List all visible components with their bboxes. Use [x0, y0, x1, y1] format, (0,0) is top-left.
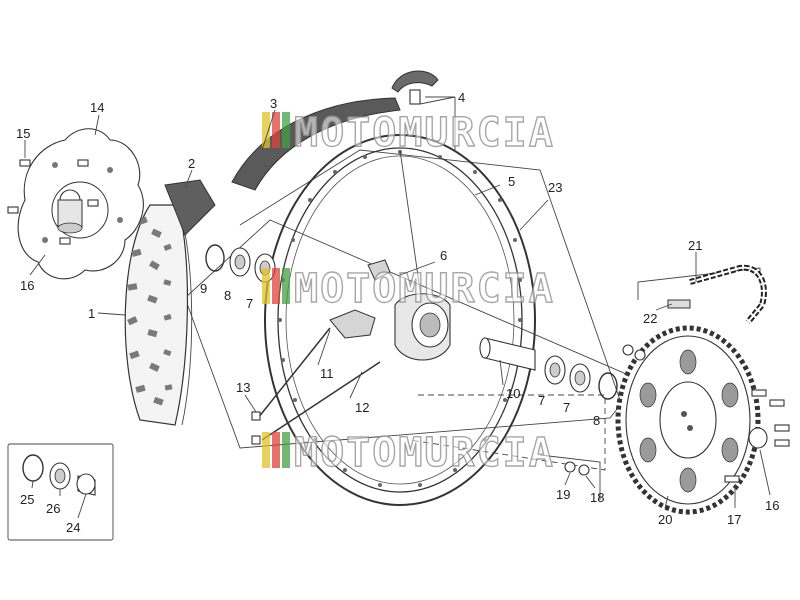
tyre — [124, 204, 193, 426]
callout-5: 5 — [508, 174, 515, 189]
right-bearings-and-spacer — [479, 337, 618, 400]
callout-15: 15 — [16, 126, 30, 141]
watermark: MOTOMURCIA — [262, 265, 555, 313]
drive-chain — [667, 264, 767, 324]
callout-2: 2 — [188, 156, 195, 171]
callout-6: 6 — [440, 248, 447, 263]
watermark-stripe-1 — [262, 432, 270, 468]
watermark-text: MOTOMURCIA — [294, 430, 555, 476]
watermark-stripe-2 — [272, 268, 280, 304]
wheel-rim — [264, 134, 536, 506]
callout-14: 14 — [90, 100, 104, 115]
callout-7: 7 — [538, 393, 545, 408]
callout-26: 26 — [46, 501, 60, 516]
callout-8: 8 — [224, 288, 231, 303]
watermark-text: MOTOMURCIA — [294, 266, 555, 312]
callout-3: 3 — [270, 96, 277, 111]
rear-sprocket — [615, 325, 761, 515]
nuts — [564, 344, 646, 476]
callout-8: 8 — [593, 413, 600, 428]
callout-1: 1 — [88, 306, 95, 321]
disc-screws — [7, 159, 99, 245]
watermark-text: MOTOMURCIA — [294, 110, 555, 156]
watermark-stripe-2 — [272, 432, 280, 468]
watermark-stripe-3 — [282, 268, 290, 304]
callout-7: 7 — [246, 296, 253, 311]
callout-22: 22 — [643, 311, 657, 326]
callout-19: 19 — [556, 487, 570, 502]
callout-12: 12 — [355, 400, 369, 415]
watermark: MOTOMURCIA — [262, 429, 555, 477]
bearing-kit-inset — [22, 454, 96, 496]
sprocket-bolts — [724, 389, 790, 483]
callout-16: 16 — [20, 278, 34, 293]
spokes — [251, 327, 381, 445]
callout-17: 17 — [727, 512, 741, 527]
callout-9: 9 — [200, 281, 207, 296]
watermark-stripe-3 — [282, 432, 290, 468]
callout-20: 20 — [658, 512, 672, 527]
callout-16: 16 — [765, 498, 779, 513]
callout-labels: 1 2 3 4 5 6 7 7 7 8 8 9 10 11 12 13 14 1… — [16, 90, 779, 535]
rim-lock-pad — [391, 70, 439, 105]
leader-lines — [24, 96, 771, 519]
watermark-stripe-1 — [262, 112, 270, 148]
watermark-stripe-1 — [262, 268, 270, 304]
brake-disc — [17, 128, 144, 280]
callout-11: 11 — [320, 366, 334, 381]
watermark: MOTOMURCIA — [262, 109, 555, 157]
callout-18: 18 — [590, 490, 604, 505]
callout-24: 24 — [66, 520, 80, 535]
callout-10: 10 — [506, 386, 520, 401]
callout-25: 25 — [20, 492, 34, 507]
callout-23: 23 — [548, 180, 562, 195]
watermark-stripe-3 — [282, 112, 290, 148]
watermark-stripe-2 — [272, 112, 280, 148]
callout-7: 7 — [563, 400, 570, 415]
callout-13: 13 — [236, 380, 250, 395]
callout-4: 4 — [458, 90, 465, 105]
callout-21: 21 — [688, 238, 702, 253]
wheel-hub — [329, 259, 451, 361]
inner-tube — [164, 179, 216, 236]
